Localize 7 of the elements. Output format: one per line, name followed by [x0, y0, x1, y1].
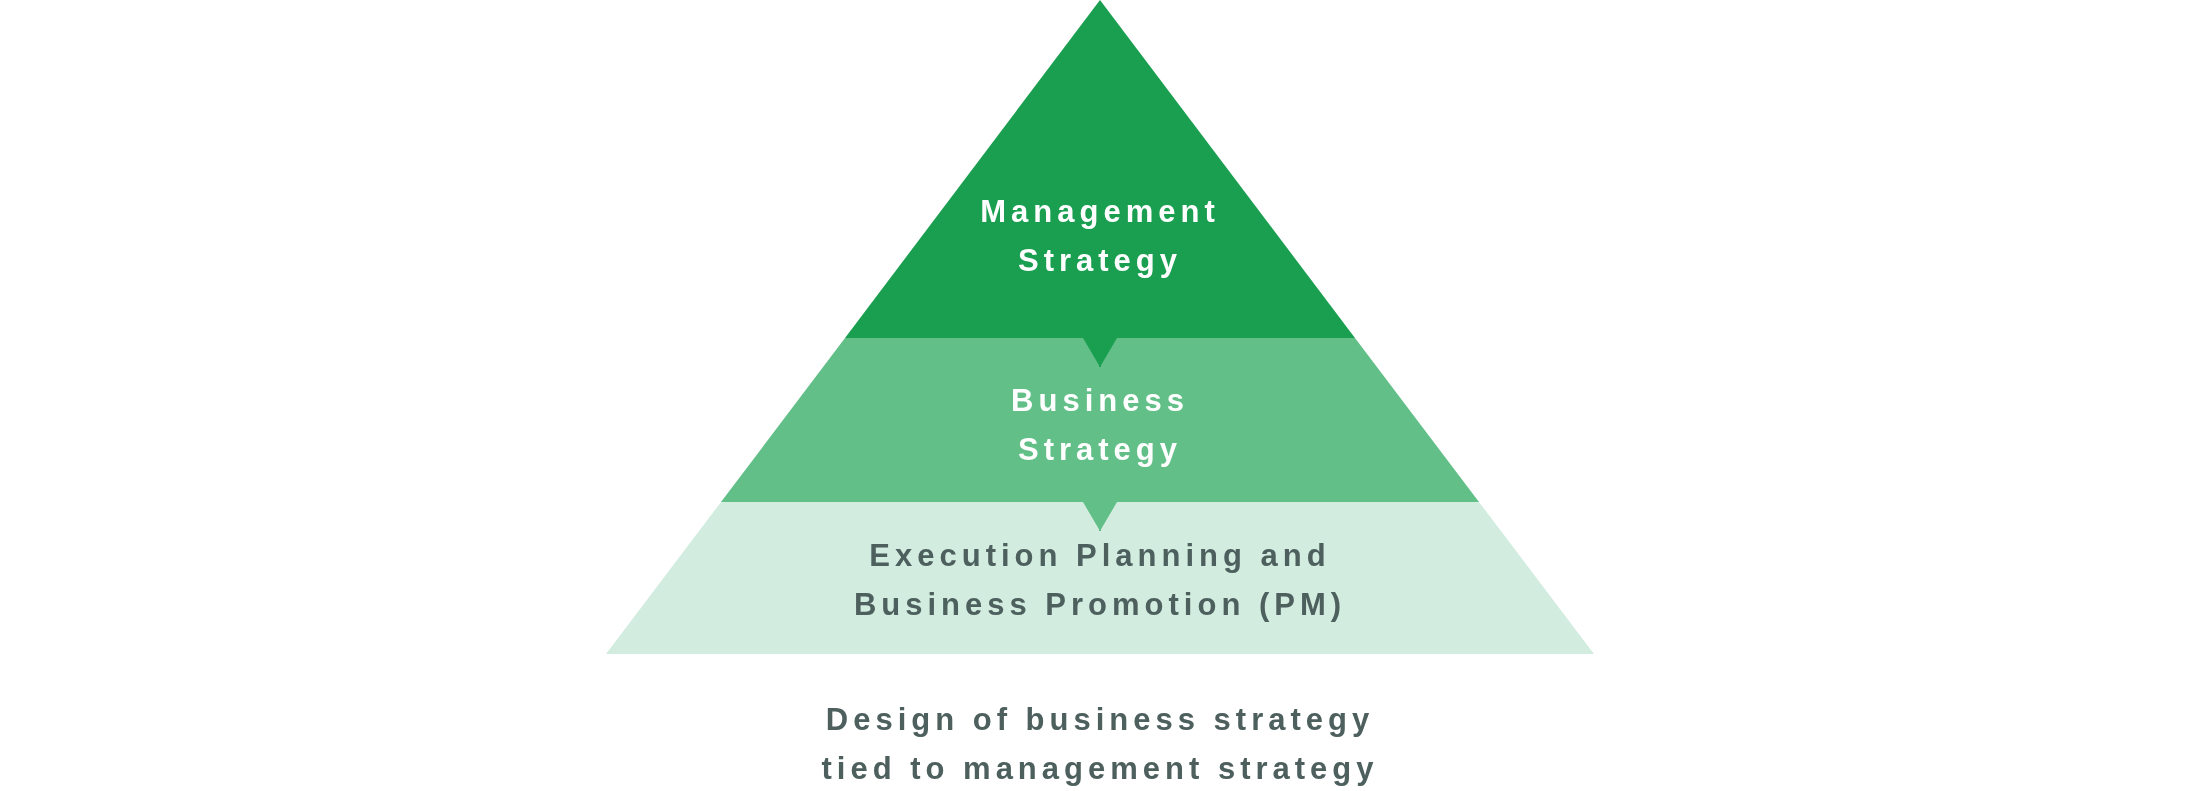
tier-label: Business Strategy	[1010, 382, 1190, 469]
caption: Design of business strategy tied to management strategy	[820, 701, 1380, 788]
pyramid-tier	[845, 0, 1355, 338]
tier-label: Management Strategy	[979, 193, 1221, 280]
pyramid-tier	[606, 502, 1594, 654]
pyramid-tier	[721, 338, 1479, 502]
tier-label: Execution Planning and Business Promotion (PM)	[852, 537, 1348, 624]
